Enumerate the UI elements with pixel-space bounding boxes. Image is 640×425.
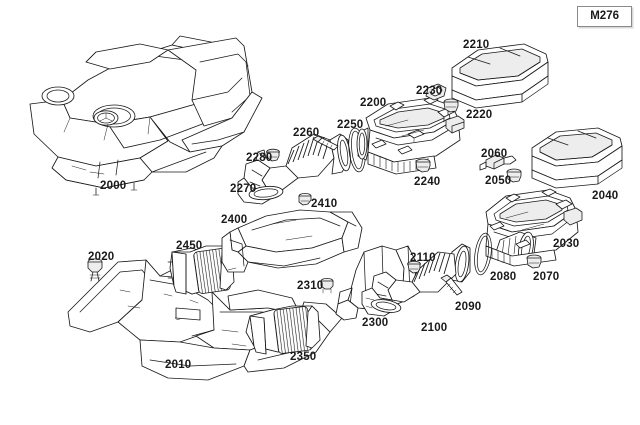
part-label-2200: 2200 (360, 97, 387, 109)
part-label-2310: 2310 (297, 280, 324, 292)
part-label-2100: 2100 (421, 322, 448, 334)
part-air-intake-duct-2350 (245, 305, 321, 355)
part-label-2090: 2090 (455, 301, 482, 313)
part-label-2250: 2250 (337, 119, 364, 131)
part-label-2350: 2350 (290, 351, 317, 363)
part-label-2230: 2230 (416, 85, 443, 97)
part-clip-connector-2230 (425, 83, 447, 101)
part-label-2270: 2270 (230, 183, 257, 195)
part-grommet-2280 (266, 148, 280, 162)
part-intake-hose-2270 (237, 133, 351, 205)
part-grommet-2070 (526, 254, 542, 269)
part-label-2070: 2070 (533, 271, 560, 283)
part-label-2220: 2220 (466, 109, 493, 121)
part-cover-clip-2020 (87, 258, 103, 282)
part-label-2280: 2280 (246, 152, 273, 164)
part-label-2300: 2300 (362, 317, 389, 329)
part-duct-clip-2310 (320, 277, 334, 294)
part-air-filter-element-2040 (531, 127, 623, 189)
part-air-filter-element-2210 (451, 43, 549, 109)
part-o-ring-2080 (474, 232, 492, 276)
part-label-2210: 2210 (463, 39, 490, 51)
part-clamp-bolt-2090 (440, 274, 463, 296)
part-label-2260: 2260 (293, 127, 320, 139)
part-label-2400: 2400 (221, 214, 248, 226)
part-label-2450: 2450 (176, 240, 203, 252)
part-scoop-clip-2410 (298, 192, 312, 206)
part-label-2000: 2000 (100, 180, 127, 192)
part-air-scoop-2400 (221, 209, 363, 273)
part-label-2040: 2040 (592, 190, 619, 202)
part-engine-cover-2000 (29, 35, 263, 196)
part-label-2060: 2060 (481, 148, 508, 160)
part-label-2050: 2050 (485, 175, 512, 187)
part-grommet-2110 (407, 260, 421, 274)
part-sealing-plug-2050 (506, 168, 522, 183)
part-label-2240: 2240 (414, 176, 441, 188)
part-label-2080: 2080 (490, 271, 517, 283)
part-label-2010: 2010 (165, 359, 192, 371)
part-label-2110: 2110 (410, 252, 436, 264)
part-vent-fitting-2060 (479, 154, 517, 171)
part-label-2030: 2030 (553, 238, 580, 250)
part-label-2020: 2020 (88, 251, 115, 263)
part-label-2410: 2410 (311, 198, 338, 210)
part-grommet-2240 (415, 158, 431, 173)
engine-code-badge: M276 (577, 6, 632, 27)
part-hose-clamp-bolt-2260 (312, 135, 339, 151)
part-air-filter-housing-2030 (485, 188, 583, 267)
part-grommet-2220 (443, 98, 459, 113)
part-intake-hose-2100 (361, 243, 471, 317)
